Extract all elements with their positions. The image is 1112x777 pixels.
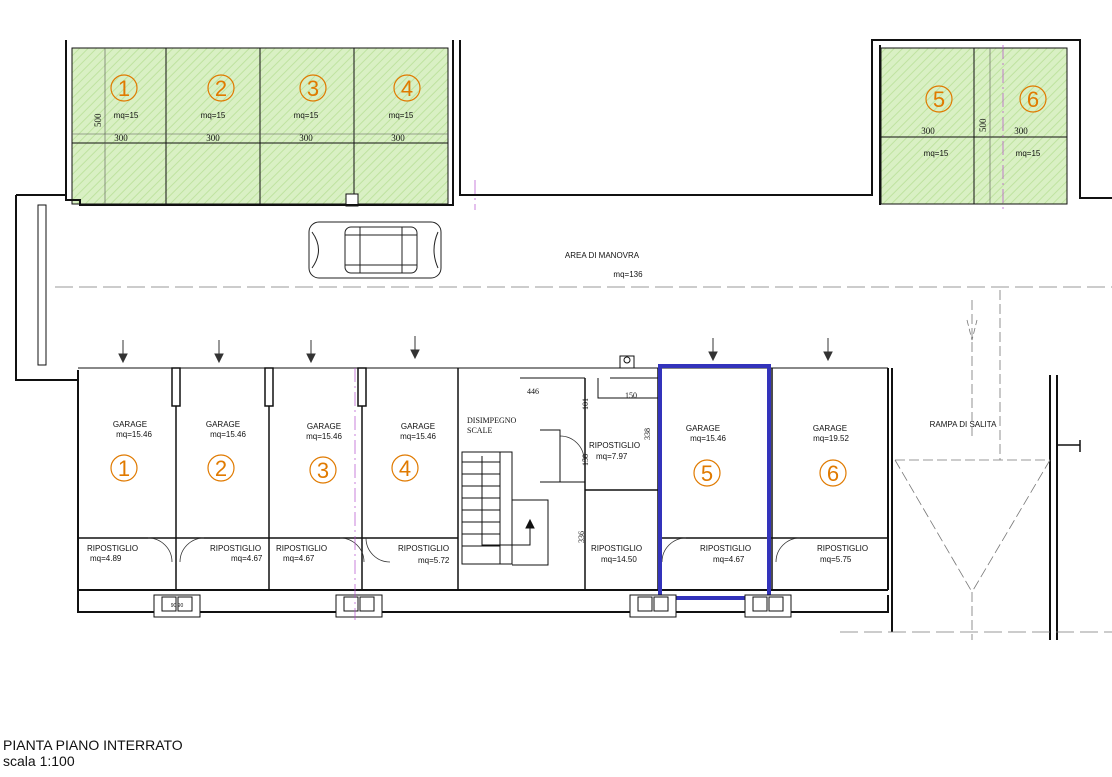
garage-5-highlight[interactable] [658,364,771,600]
garage-label: GARAGE [307,422,341,431]
store-center-2-area: mq=14.50 [601,555,637,564]
floor-plan: 500 1 mq=15 300 2 mq=15 300 3 mq=15 300 … [15,39,1112,640]
garage-number: 4 [399,456,411,481]
parking-spot-6: 6 300 mq=15 [1014,85,1047,158]
parking-area: mq=15 [114,111,139,120]
parking-area: mq=15 [389,111,414,120]
garage-2: GARAGE mq=15.46 2 RIPOSTIGLIO mq=4.67 [206,420,263,563]
dim-446: 446 [527,387,539,396]
parking-spot-4: 4 mq=15 300 [389,74,421,143]
garage-label: GARAGE [113,420,147,429]
store-center-2-label: RIPOSTIGLIO [591,544,642,553]
store-area: mq=5.72 [418,556,450,565]
parking-area: mq=15 [1016,149,1041,158]
parking-width-dim: 300 [1014,126,1028,136]
parking-spot-5: 5 300 mq=15 [921,85,953,158]
store-center-label: RIPOSTIGLIO [589,441,640,450]
store-label: RIPOSTIGLIO [817,544,868,553]
dim-150: 150 [625,391,637,400]
store-area: mq=4.67 [231,554,263,563]
garage-label: GARAGE [206,420,240,429]
parking-area: mq=15 [294,111,319,120]
garage-label: GARAGE [401,422,435,431]
parking-width-dim: 300 [391,133,405,143]
store-area: mq=4.89 [90,554,122,563]
parking-width-dim: 300 [299,133,313,143]
garage-4: GARAGE mq=15.46 4 RIPOSTIGLIO mq=5.72 [391,422,450,565]
garage-area: mq=15.46 [306,432,342,441]
store-label: RIPOSTIGLIO [276,544,327,553]
manoeuvre-label: AREA DI MANOVRA [565,251,640,260]
store-label: RIPOSTIGLIO [700,544,751,553]
parking-number: 5 [933,87,945,112]
manoeuvre-area-value: mq=136 [613,270,643,279]
garage-number: 2 [215,456,227,481]
parking-width-dim: 300 [206,133,220,143]
parking-depth-dim-right: 500 [978,118,988,132]
garage-label: GARAGE [686,424,720,433]
store-area: mq=4.67 [713,555,745,564]
parking-spot-2: 2 mq=15 300 [201,74,235,143]
parking-number: 2 [215,76,227,101]
dim-336: 336 [577,531,586,543]
stairwell [461,355,658,566]
parking-spot-3: 3 mq=15 300 [294,74,327,143]
parking-width-dim: 300 [114,133,128,143]
door-swings [147,435,801,563]
store-label: RIPOSTIGLIO [87,544,138,553]
garage-area: mq=19.52 [813,434,849,443]
manoeuvre-area: AREA DI MANOVRA mq=136 [55,251,1112,288]
garage-area: mq=15.46 [690,434,726,443]
drawing-scale: scala 1:100 [3,753,75,769]
outdoor-parking-right: 500 [880,47,1068,205]
outdoor-parking-left: 500 [71,47,449,207]
store-label: RIPOSTIGLIO [398,544,449,553]
garage-5: GARAGE mq=15.46 5 RIPOSTIGLIO mq=4.67 [686,424,751,564]
dim-338: 338 [643,428,652,440]
garage-area: mq=15.46 [116,430,152,439]
garage-walls [78,367,888,590]
garage-6: GARAGE mq=19.52 6 RIPOSTIGLIO mq=5.75 [813,424,868,564]
parking-spot-1: 1 mq=15 300 [110,74,139,143]
scale-label: SCALE [467,426,492,435]
drawing-title: PIANTA PIANO INTERRATO [3,737,183,753]
parking-area: mq=15 [924,149,949,158]
store-area: mq=5.75 [820,555,852,564]
section-axes [354,45,1004,620]
entry-arrows [118,336,833,364]
garage-3: GARAGE mq=15.46 3 RIPOSTIGLIO mq=4.67 [276,422,342,563]
parking-width-dim: 300 [921,126,935,136]
vent-label: 90 90 [171,603,184,609]
garage-label: GARAGE [813,424,847,433]
parking-area: mq=15 [201,111,226,120]
store-center-area: mq=7.97 [596,452,628,461]
parking-number: 3 [307,76,319,101]
garage-area: mq=15.46 [210,430,246,439]
ramp: RAMPA DI SALITA [840,290,1112,640]
building-walls [15,39,1112,640]
garage-1: GARAGE mq=15.46 1 RIPOSTIGLIO mq=4.89 [87,420,152,563]
disimpegno-label: DISIMPEGNO [467,416,517,425]
ramp-label: RAMPA DI SALITA [930,420,997,429]
garage-number: 3 [317,458,329,483]
garage-area: mq=15.46 [400,432,436,441]
garage-number: 6 [827,461,839,486]
store-area: mq=4.67 [283,554,315,563]
store-label: RIPOSTIGLIO [210,544,261,553]
parking-number: 1 [118,76,130,101]
dim-101: 101 [581,398,590,410]
central-labels: DISIMPEGNO SCALE 446 150 101 338 158 336… [467,387,652,564]
parking-depth-dim: 500 [93,113,103,127]
car-icon [308,221,442,279]
dim-158: 158 [581,454,590,466]
garage-number: 1 [118,456,130,481]
garage-number: 5 [701,461,713,486]
parking-number: 6 [1027,87,1039,112]
parking-number: 4 [401,76,413,101]
vent-units [153,594,792,618]
